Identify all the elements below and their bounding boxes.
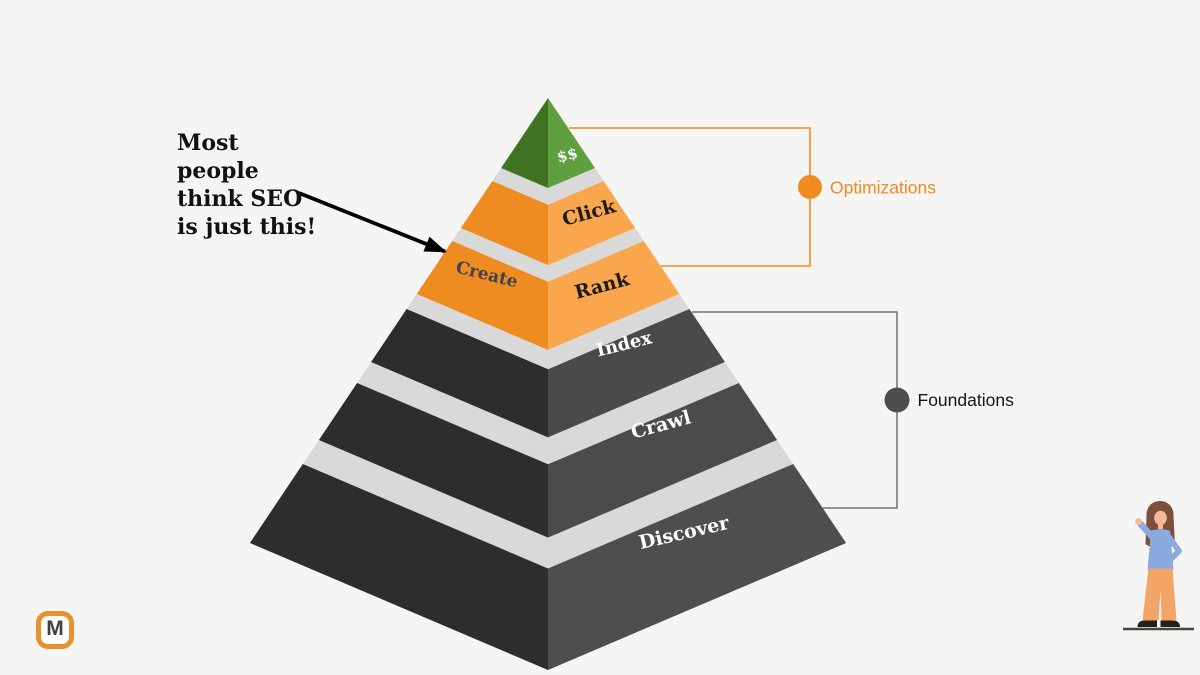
brand-logo: M bbox=[36, 611, 74, 649]
optimizations-dot bbox=[798, 175, 822, 199]
crawl-left-face bbox=[318, 383, 548, 538]
annotation-line: is just this! bbox=[177, 214, 317, 240]
annotation-line: Most bbox=[177, 130, 239, 156]
person-left-arm bbox=[1137, 521, 1156, 541]
foundations-group: Foundations bbox=[692, 311, 1015, 509]
person-hand bbox=[1135, 518, 1142, 525]
person-left-shoe bbox=[1137, 620, 1157, 627]
brand-logo-letter: M bbox=[46, 617, 64, 640]
person-pants bbox=[1142, 568, 1177, 621]
person-illustration bbox=[1123, 501, 1194, 631]
annotation-line: people bbox=[177, 158, 259, 184]
pyramid-layer-discover: Discover bbox=[249, 440, 847, 670]
click-right-face bbox=[548, 181, 636, 266]
pyramid-layer-index: Index bbox=[371, 294, 725, 438]
annotation-line: think SEO bbox=[177, 186, 303, 212]
index-left-face bbox=[371, 309, 548, 438]
optimizations-group: Optimizations bbox=[569, 127, 936, 267]
dollars-right-face bbox=[548, 98, 595, 188]
pyramid-layer-click: Click bbox=[460, 168, 636, 266]
rank-right-face bbox=[548, 241, 680, 350]
foundations-dot bbox=[884, 387, 910, 413]
annotation-arrow bbox=[298, 191, 447, 254]
rank-left-face bbox=[416, 241, 548, 350]
person-face bbox=[1154, 510, 1167, 526]
discover-top-band bbox=[302, 440, 794, 569]
click-left-face bbox=[460, 181, 548, 266]
index-top-band bbox=[406, 294, 690, 370]
crawl-top-band bbox=[357, 362, 739, 465]
pyramid-layer-dollars: $$ bbox=[501, 98, 595, 188]
discover-left-face bbox=[249, 464, 548, 670]
person-right-shoe bbox=[1160, 620, 1180, 627]
index-right-face bbox=[548, 309, 725, 438]
annotation-text: Most people think SEO is just this! bbox=[177, 129, 327, 241]
pyramid-layer-crawl: Crawl bbox=[318, 362, 778, 538]
optimizations-label: Optimizations bbox=[830, 178, 936, 198]
rank-top-band bbox=[452, 228, 644, 282]
click-top-band bbox=[492, 168, 604, 205]
pyramid: Discover Crawl Index Rank Create bbox=[249, 98, 847, 670]
person-right-arm bbox=[1164, 534, 1182, 566]
pyramid-layer-rank: Rank Create bbox=[416, 228, 680, 350]
foundations-label: Foundations bbox=[918, 390, 1015, 410]
discover-right-face bbox=[548, 464, 847, 670]
crawl-right-face bbox=[548, 383, 778, 538]
dollars-label: $$ bbox=[555, 144, 580, 167]
dollars-left-face bbox=[501, 98, 548, 188]
person-fringe bbox=[1154, 503, 1167, 514]
person-neck bbox=[1158, 523, 1163, 529]
